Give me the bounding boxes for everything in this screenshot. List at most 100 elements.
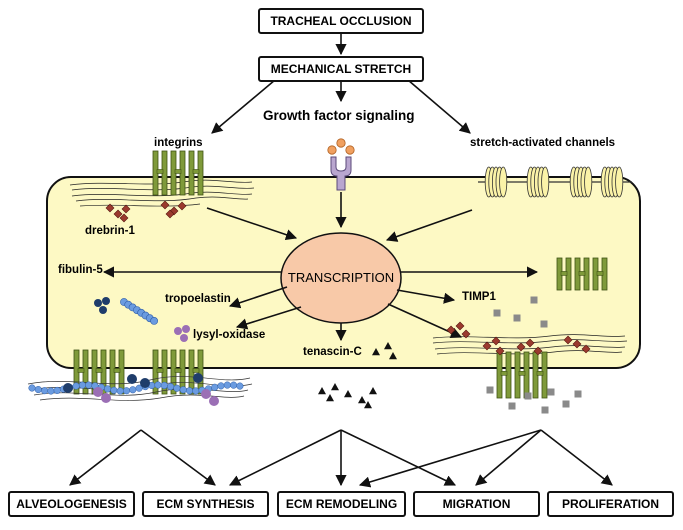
outcome-proliferation: PROLIFERATION [547,491,674,517]
elastin-bead [173,384,181,392]
elastin-bead [72,382,80,390]
outcome-migration: MIGRATION [413,491,540,517]
drebrin-diamonds [105,200,187,223]
drebrin-diamond [113,209,123,219]
elastin-bead [211,383,219,391]
lysyl-oxidase-dots [174,325,190,342]
integrins-group [152,150,204,196]
growth-factor-label: Growth factor signaling [263,108,415,123]
membrane-fibers-right [432,334,628,355]
tenascin-triangle [326,394,334,402]
timp1-square [530,296,538,304]
tropoelastin-dots [94,297,110,314]
timp1-square [541,406,549,414]
ecm-left-dots [63,373,219,406]
ecm-left-beads [28,381,244,395]
lysyl-oxidase-label: lysyl-oxidase [193,329,266,341]
elastin-bead [230,381,238,389]
timp1-square [547,388,555,396]
mechanical-stretch-box: MECHANICAL STRETCH [258,56,424,82]
timp1-square [540,320,548,328]
elastin-bead [34,386,42,394]
ecm-diamond [446,325,456,335]
stretch-channels-label: stretch-activated channels [470,137,616,149]
tenascin-triangle [364,401,372,409]
elastin-bead [53,386,61,394]
ecm-diamond [491,336,501,346]
ecm-diamond [581,344,591,354]
top-arrows [206,33,473,242]
integrin-link [596,271,604,276]
ecm-diamond [516,342,526,352]
ecm-diamond [455,321,465,331]
tenascin-triangles-out [318,383,377,409]
drebrin-diamond [160,200,170,210]
timp1-square [493,309,501,317]
integrin-link [95,368,103,373]
elastin-bead [192,387,200,395]
tropoelastin-chain [120,298,158,325]
tenascin-triangle [372,348,380,356]
tenascin-triangle [369,387,377,395]
integrin-link [500,371,508,376]
elastin-bead [47,387,55,395]
elastin-bead [41,387,49,395]
integrin-link [174,368,182,373]
timp1-square [513,314,521,322]
integrin-link [578,271,586,276]
growth-factor-receptor [327,138,355,191]
timp1-square [524,392,532,400]
channel-subunit [584,166,593,198]
channel-subunit [541,166,550,198]
ecm-diamond [525,338,535,348]
elastin-bead [85,381,93,389]
integrin-link [156,169,164,174]
drebrin-diamond [121,204,131,214]
ecm-diamond [533,346,543,356]
outcome-ecm-remodeling: ECM REMODELING [277,491,406,517]
timp1-squares [486,296,582,414]
elastin-bead [150,316,158,325]
drebrin-diamond [119,213,129,223]
nucleus-label: TRANSCRIPTION [287,270,395,285]
stretch-channels [478,166,632,198]
integrins-bottom-left-group [73,349,204,395]
timp1-square [486,386,494,394]
elastin-bead [217,382,225,390]
integrin-link [536,371,544,376]
integrins-free-group [556,257,608,291]
elastin-bead [129,386,137,394]
ecm-diamond [482,341,492,351]
elastin-bead [110,386,118,394]
integrins-label: integrins [154,137,203,149]
integrin-link [518,371,526,376]
elastin-bead [122,387,131,395]
outcome-ecm-synthesis: ECM SYNTHESIS [142,491,269,517]
timp1-square [508,402,516,410]
channel-subunit [615,166,624,198]
elastin-bead [154,381,162,389]
tenascin-label: tenascin-C [303,346,362,358]
tenascin-triangle [389,352,397,360]
timp1-square [562,400,570,408]
ecm-diamond [563,335,573,345]
timp1-label: TIMP1 [462,291,496,303]
tropoelastin-label: tropoelastin [165,293,231,305]
elastin-bead [223,381,231,389]
outcome-arrows [69,429,613,488]
elastin-bead [185,387,194,395]
elastin-bead [116,387,124,395]
integrin-link [192,169,200,174]
elastin-bead [236,382,244,390]
tenascin-triangle [318,387,326,395]
ecm-diamond [572,339,582,349]
elastin-bead [78,381,86,389]
drebrin-diamond [165,209,175,219]
elastin-bead [179,386,187,394]
drebrin-label: drebrin-1 [85,225,135,237]
ecm-diamonds-right [446,321,591,356]
ecm-diamond [461,329,471,339]
outcome-alveologenesis: ALVEOLOGENESIS [8,491,135,517]
